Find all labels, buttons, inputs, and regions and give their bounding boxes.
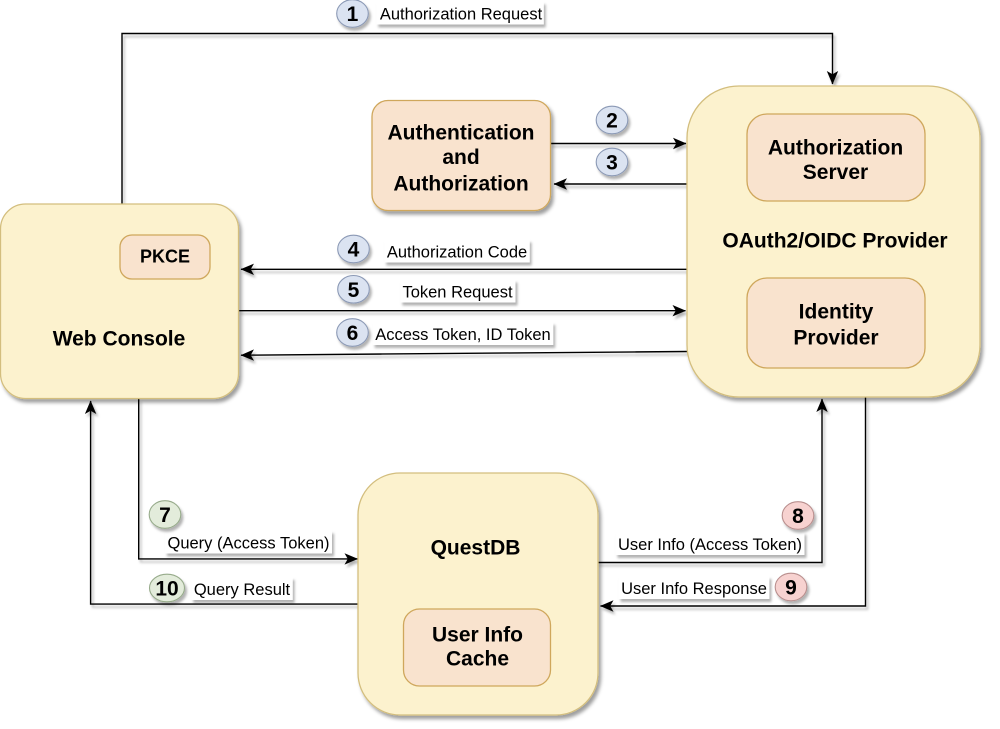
svg-text:Provider: Provider <box>793 327 878 350</box>
svg-text:5: 5 <box>348 279 360 302</box>
svg-text:8: 8 <box>792 505 804 528</box>
svg-text:QuestDB: QuestDB <box>431 537 521 560</box>
svg-text:2: 2 <box>606 110 618 133</box>
svg-text:Identity: Identity <box>799 301 874 324</box>
svg-text:Query (Access Token): Query (Access Token) <box>167 535 329 553</box>
svg-text:User Info: User Info <box>432 624 523 647</box>
svg-text:Authentication: Authentication <box>388 122 535 145</box>
svg-text:Authorization: Authorization <box>768 137 903 160</box>
svg-text:Authorization Request: Authorization Request <box>380 6 543 24</box>
svg-text:1: 1 <box>347 3 359 26</box>
svg-text:Web Console: Web Console <box>53 328 186 351</box>
svg-text:4: 4 <box>348 239 360 262</box>
svg-text:Authorization: Authorization <box>393 173 528 196</box>
svg-text:and: and <box>442 146 479 169</box>
svg-text:10: 10 <box>155 578 178 601</box>
svg-text:Server: Server <box>803 161 868 184</box>
svg-text:Token Request: Token Request <box>402 284 512 302</box>
svg-text:OAuth2/OIDC Provider: OAuth2/OIDC Provider <box>722 230 947 253</box>
svg-text:Access Token, ID Token: Access Token, ID Token <box>375 326 550 344</box>
svg-text:Cache: Cache <box>446 648 509 671</box>
svg-text:3: 3 <box>606 152 618 175</box>
svg-text:User Info (Access Token): User Info (Access Token) <box>618 536 802 554</box>
svg-text:7: 7 <box>159 504 171 527</box>
svg-text:PKCE: PKCE <box>140 247 190 267</box>
svg-text:6: 6 <box>347 322 359 345</box>
svg-text:User Info Response: User Info Response <box>621 580 767 598</box>
svg-text:9: 9 <box>785 577 797 600</box>
svg-text:Authorization Code: Authorization Code <box>387 244 527 262</box>
svg-text:Query Result: Query Result <box>194 581 291 599</box>
